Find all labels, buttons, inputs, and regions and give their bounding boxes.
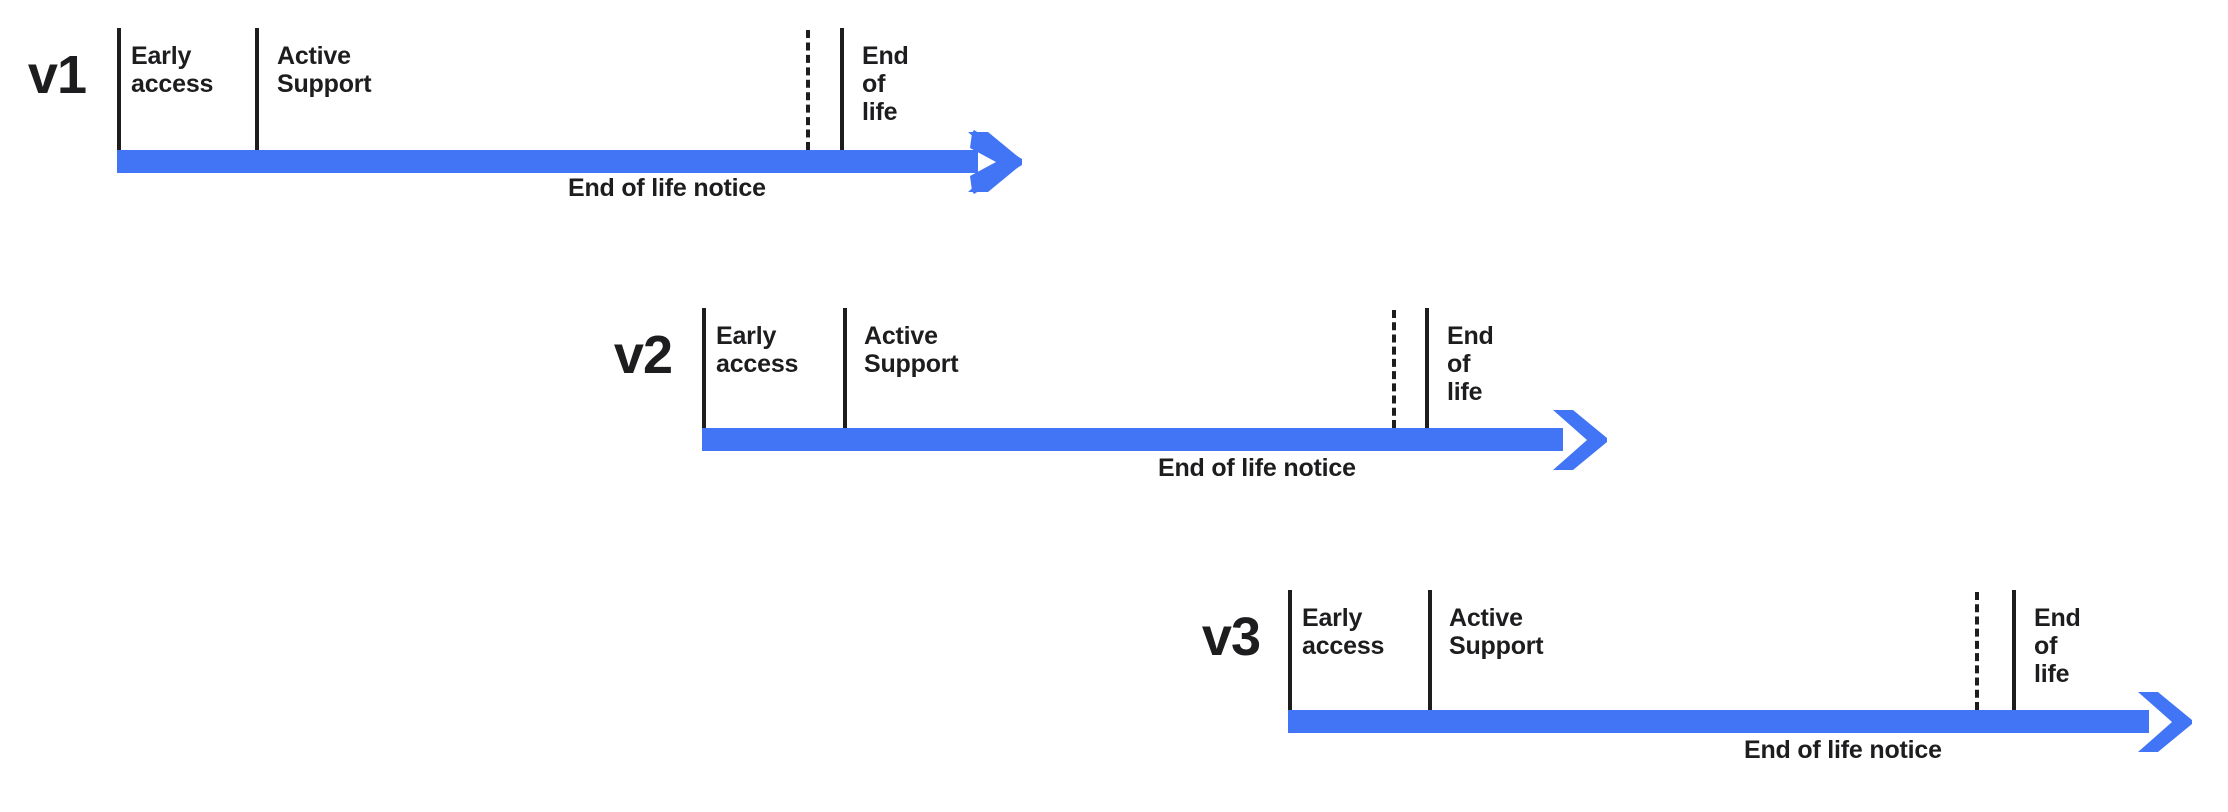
phase-divider-start-v1	[117, 28, 121, 150]
phase-divider-end-of-life-v1	[840, 28, 844, 150]
end-of-life-notice-marker-v2	[1392, 310, 1396, 428]
phase-label-active-support-v1: Active Support	[277, 42, 372, 98]
version-label-v3: v3	[1201, 607, 1261, 667]
timeline-arrow-head-v1	[968, 130, 1022, 194]
phase-label-end-of-life-v3: End of life	[2034, 604, 2081, 688]
phase-label-early-access-v3: Early access	[1302, 604, 1385, 660]
phase-divider-end-of-life-v2	[1425, 308, 1429, 428]
timeline-shaft-v3	[1288, 710, 2149, 733]
phase-label-end-of-life-v2: End of life	[1447, 322, 1494, 406]
phase-divider-early-access-end-v2	[843, 308, 847, 428]
version-label-v2: v2	[613, 325, 673, 385]
phase-label-active-support-v3: Active Support	[1449, 604, 1544, 660]
end-of-life-notice-label-v2: End of life notice	[1158, 454, 1356, 482]
end-of-life-notice-label-v3: End of life notice	[1744, 736, 1942, 764]
phase-divider-start-v3	[1288, 590, 1292, 710]
timeline-shaft-v2	[702, 428, 1563, 451]
phase-label-end-of-life-v1: End of life	[862, 42, 909, 126]
phase-label-early-access-v1: Early access	[131, 42, 214, 98]
phase-divider-start-v2	[702, 308, 706, 428]
phase-label-active-support-v2: Active Support	[864, 322, 959, 378]
timeline-shaft-v1	[117, 150, 978, 173]
end-of-life-notice-marker-v3	[1975, 592, 1979, 710]
phase-label-early-access-v2: Early access	[716, 322, 799, 378]
timeline-arrow-head-v2	[1553, 410, 1607, 470]
end-of-life-notice-marker-v1	[806, 30, 810, 150]
version-label-v1: v1	[27, 45, 87, 105]
phase-divider-end-of-life-v3	[2012, 590, 2016, 710]
phase-divider-early-access-end-v3	[1428, 590, 1432, 710]
end-of-life-notice-label-v1: End of life notice	[568, 174, 766, 202]
timeline-arrow-head-v3	[2138, 692, 2192, 752]
phase-divider-early-access-end-v1	[255, 28, 259, 150]
